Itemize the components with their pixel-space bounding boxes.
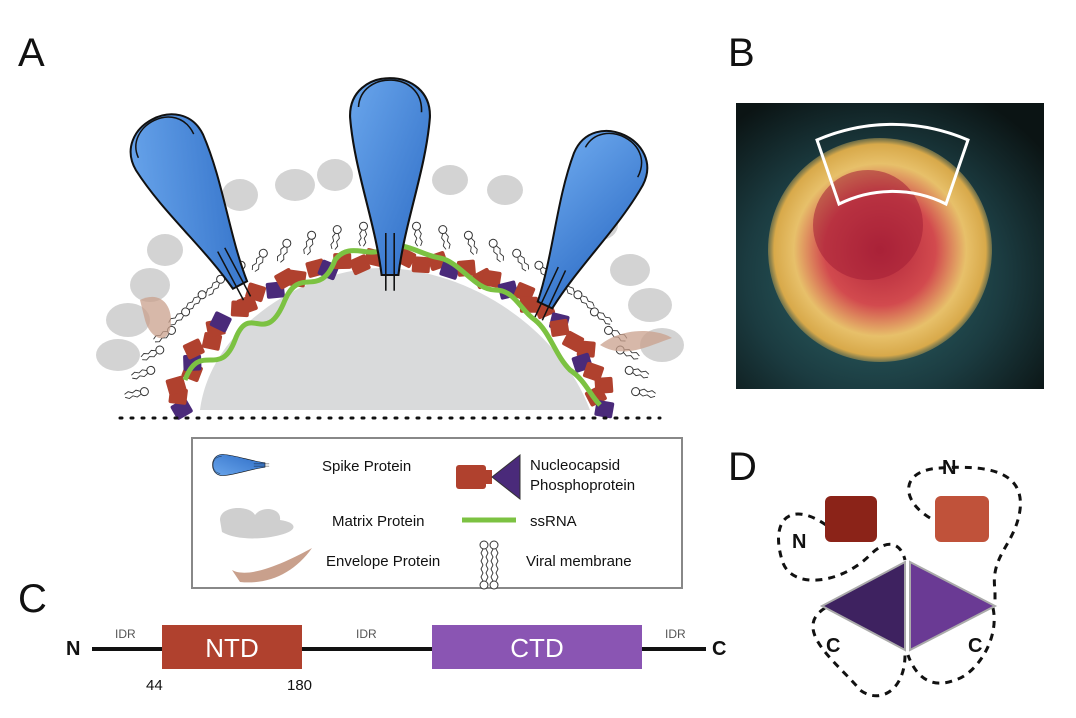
ntd-label: NTD xyxy=(205,633,258,663)
ctd-domain xyxy=(432,625,642,669)
nucleocapsid-unit xyxy=(576,340,596,358)
dimer-n-label-top: N xyxy=(942,457,956,479)
nucleocapsid-unit xyxy=(481,269,502,288)
legend-linker xyxy=(486,470,492,484)
c-terminus-label: C xyxy=(712,638,726,660)
legend-envelope-label: Envelope Protein xyxy=(326,553,440,570)
legend-ssrna-label: ssRNA xyxy=(530,513,577,530)
position-start: 44 xyxy=(146,677,163,694)
legend-phospho-label: Phosphoprotein xyxy=(530,477,635,494)
nucleocapsid-layer xyxy=(165,246,615,420)
virion-cross-section xyxy=(96,77,684,420)
dimer-n-label-left: N xyxy=(792,531,806,553)
lipid-molecule xyxy=(274,237,293,264)
domain-map: N C IDR IDR IDR NTD CTD 44 180 xyxy=(66,625,726,694)
lipid-molecule xyxy=(130,364,157,381)
legend-nucleocapsid-label: Nucleocapsid xyxy=(530,457,620,474)
dimer-ntd-right xyxy=(935,496,989,542)
nucleocapsid-unit xyxy=(183,354,202,371)
legend-membrane-label: Viral membrane xyxy=(526,553,632,570)
position-end: 180 xyxy=(287,677,312,694)
lipid-molecule xyxy=(510,247,531,274)
lipid-molecule xyxy=(356,221,369,248)
dimer-ctd-left xyxy=(819,560,906,652)
lipid-molecule xyxy=(123,386,150,400)
panel-a-label: A xyxy=(18,31,45,75)
legend-matrix-label: Matrix Protein xyxy=(332,513,425,530)
nucleocapsid-unit xyxy=(165,375,187,396)
idr-label-1: IDR xyxy=(115,627,136,641)
nucleocapsid-unit xyxy=(182,338,205,360)
dimer-c-label-left: C xyxy=(826,635,840,657)
dimer-ntd-left xyxy=(825,496,877,542)
nucleocapsid-unit xyxy=(245,282,267,303)
dimer-diagram: N N C C xyxy=(777,457,1022,698)
lipid-molecule xyxy=(437,224,452,251)
em-virion-core xyxy=(813,170,923,280)
legend-envelope-icon xyxy=(232,548,312,583)
idr-label-2: IDR xyxy=(356,627,377,641)
panel-b-label: B xyxy=(728,31,755,75)
lipid-molecule xyxy=(183,288,209,312)
lipid-molecule xyxy=(623,364,650,381)
dimer-ctd-right xyxy=(909,560,998,652)
lipid-molecule xyxy=(571,288,597,312)
panel-c-label: C xyxy=(18,577,47,621)
nucleocapsid-unit xyxy=(201,332,223,351)
dimer-linker-left-c xyxy=(811,606,907,698)
lipid-molecule xyxy=(588,305,614,328)
n-terminus-label: N xyxy=(66,638,80,660)
dimer-c-label-right: C xyxy=(968,635,982,657)
ctd-label: CTD xyxy=(510,633,563,663)
lipid-molecule xyxy=(203,273,227,298)
legend-phospho-triangle xyxy=(491,453,521,501)
nucleocapsid-unit xyxy=(411,256,431,274)
idr-label-3: IDR xyxy=(665,627,686,641)
lipid-molecule xyxy=(301,229,318,257)
lipid-molecule xyxy=(139,344,166,362)
legend-nucleocapsid-box xyxy=(456,465,486,489)
legend-matrix-icon xyxy=(220,508,294,539)
dimer-linker-right-c xyxy=(906,607,996,685)
lipid-molecule xyxy=(249,247,270,274)
lipid-molecule xyxy=(328,224,343,251)
nucleocapsid-unit xyxy=(582,361,605,382)
virion-interior xyxy=(200,268,590,410)
legend-spike-label: Spike Protein xyxy=(322,458,411,475)
envelope-protein-1 xyxy=(140,296,171,339)
dimer-linker-left-n xyxy=(777,512,907,582)
lipid-molecule xyxy=(411,221,424,248)
ntd-domain xyxy=(162,625,302,669)
lipid-molecule xyxy=(487,237,506,264)
em-micrograph xyxy=(736,103,1044,389)
legend-box: Spike Protein Nucleocapsid Phosphoprotei… xyxy=(191,437,683,590)
lipid-molecule xyxy=(630,386,657,400)
nucleocapsid-unit xyxy=(549,318,570,337)
em-highlight-sector xyxy=(815,122,970,207)
envelope-protein-2 xyxy=(600,330,672,352)
lipid-molecule xyxy=(462,229,479,257)
nucleocapsid-unit xyxy=(209,311,232,333)
panel-d-label: D xyxy=(728,445,757,489)
dimer-linker-right-n xyxy=(907,465,1022,605)
